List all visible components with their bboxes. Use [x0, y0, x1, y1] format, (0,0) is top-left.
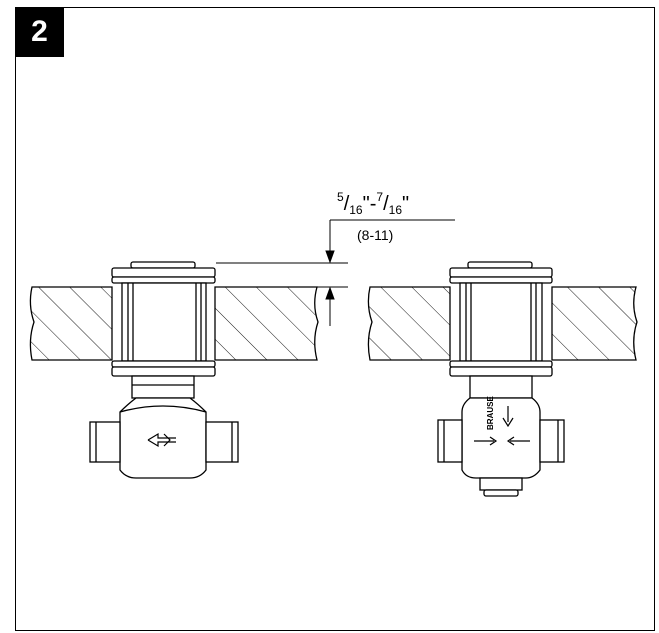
diagram-frame [15, 7, 655, 631]
metric-dimension: (8-11) [357, 227, 393, 243]
countertop-left [29, 286, 319, 361]
dimension-callout [216, 219, 455, 326]
svg-text:5/16"-7/16": 5/16"-7/16" [337, 190, 409, 217]
valve-brand-label: BRAUSE [486, 396, 495, 430]
left-valve-assembly [89, 261, 239, 479]
dimension-label: 5/16"-7/16" (8-11) [337, 190, 409, 243]
flow-arrow-icon [147, 432, 176, 448]
countertop-right [367, 286, 638, 361]
right-valve-assembly: BRAUSE [437, 261, 565, 497]
step-number-badge: 2 [15, 7, 64, 57]
